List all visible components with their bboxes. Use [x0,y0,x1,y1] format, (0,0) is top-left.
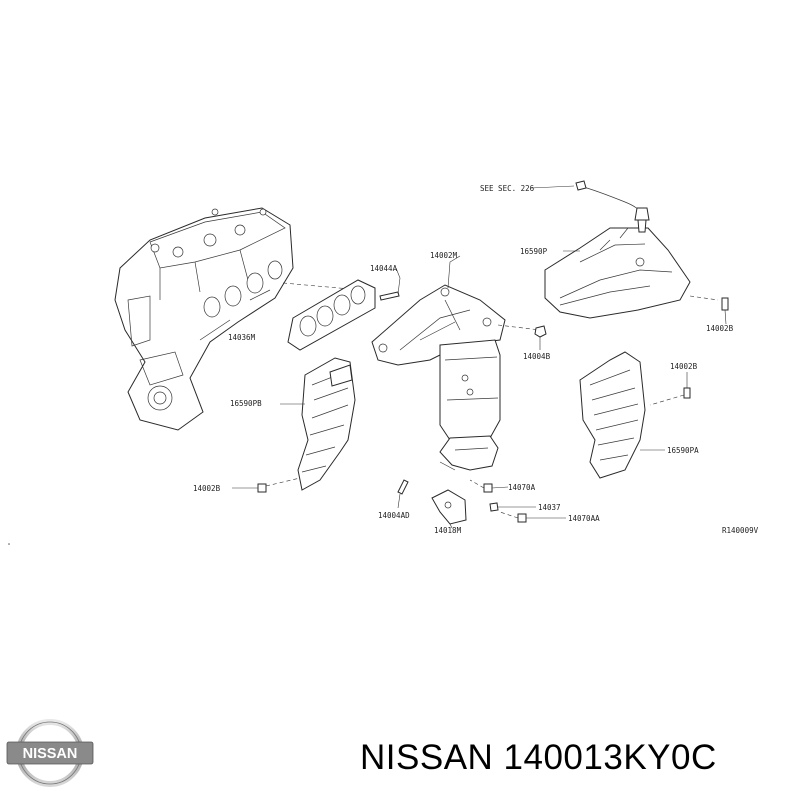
bolt-14070a [469,479,509,493]
nissan-logo: NISSAN [6,719,94,787]
label-14037: 14037 [538,503,561,512]
label-14002b-middle: 14002B [670,362,698,371]
stud-14044a [379,267,401,301]
label-16590p: 16590P [520,247,548,256]
label-14002b-left: 14002B [193,484,221,493]
label-14004ad: 14004AD [378,511,410,520]
label-14002b-right: 14002B [706,324,734,333]
bracket-14018m [431,489,467,529]
bolt-14070aa [499,511,566,523]
label-14070aa: 14070AA [568,514,600,523]
nut-14037 [489,502,536,512]
label-16590pa: 16590PA [667,446,699,455]
upper-heat-shield [544,227,691,319]
oxygen-sensor [530,180,650,233]
label-14070a: 14070A [508,483,536,492]
label-ref-r140009v: R140009V [722,526,759,535]
stud-14004ad [397,479,409,509]
label-14018m: 14018M [434,526,462,535]
lower-heat-shield-left [297,357,356,491]
exhaust-manifold-catalyst [371,284,506,471]
label-see-sec: SEE SEC. 226 [480,184,535,193]
label-16590pb: 16590PB [230,399,262,408]
label-14044a: 14044A [370,264,398,273]
label-14002m: 14002M [430,251,458,260]
exploded-parts-diagram: SEE SEC. 226 16590P 14002B 14002M 14044A… [8,180,759,545]
cylinder-head [114,207,294,431]
stray-dot [8,543,10,545]
label-14036m: 14036M [228,333,256,342]
lower-heat-shield-right [579,351,646,479]
bolt-14002b-middle [649,372,691,406]
part-number-caption: NISSAN 140013KY0C [360,738,717,777]
manifold-gasket [287,279,376,351]
bolt-14002b-right [721,297,729,325]
logo-wordmark: NISSAN [23,746,78,762]
label-14004b: 14004B [523,352,551,361]
bolt-14002b-left [232,477,301,493]
nut-14004b [534,325,547,350]
